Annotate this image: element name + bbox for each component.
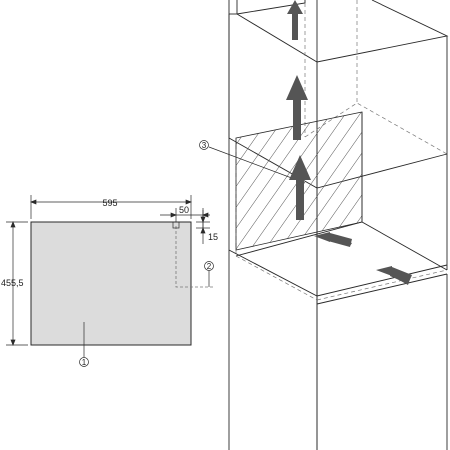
offset-horizontal-label: 50 <box>179 205 189 215</box>
arrow-up-lower <box>289 155 311 220</box>
height-label: 455,5 <box>1 278 24 288</box>
callout-3-label: 3 <box>202 141 207 150</box>
offset-vertical-label: 15 <box>208 232 218 242</box>
callout-3-circle <box>199 140 209 150</box>
width-label: 595 <box>102 198 117 208</box>
offset-vertical-dimension <box>196 210 210 244</box>
vent-outline <box>175 226 214 288</box>
callout-2-circle <box>204 261 214 271</box>
front-panel <box>30 221 192 346</box>
callout-2-label: 2 <box>207 262 212 271</box>
height-dimension <box>6 221 28 346</box>
arrow-left-lower-shaft <box>390 267 412 284</box>
arrow-up-middle <box>286 75 308 140</box>
callout-1-label: 1 <box>82 358 87 367</box>
callout-1-circle <box>79 357 89 367</box>
arrow-left-upper-shaft <box>328 233 352 247</box>
callout-3-leader <box>208 146 306 184</box>
arrow-up-top <box>287 0 303 40</box>
airflow-arrows <box>286 0 412 285</box>
front-panel-drawing: 595 455,5 50 15 <box>1 195 218 367</box>
